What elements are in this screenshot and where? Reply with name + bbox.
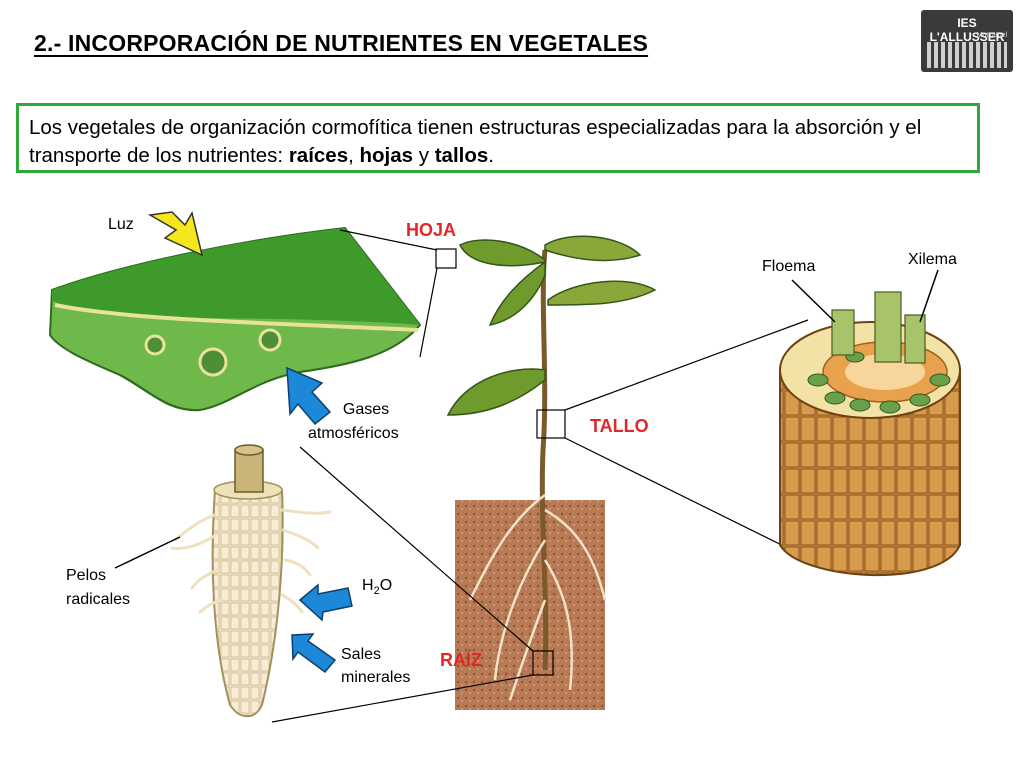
stem-zoom-box [536, 409, 566, 439]
logo-graphic [927, 42, 1007, 68]
intro-end: . [488, 144, 494, 167]
intro-sep1: , [348, 144, 360, 167]
intro-text: Los vegetales de organización cormofític… [29, 116, 922, 167]
page-title: 2.- INCORPORACIÓN DE NUTRIENTES EN VEGET… [34, 30, 649, 56]
label-floema: Floema [762, 258, 816, 275]
label-sales-1: Sales [341, 646, 382, 663]
label-pelos-1: Pelos [66, 567, 107, 584]
leaf-zoom-box [435, 248, 457, 269]
root-section [170, 444, 332, 718]
label-h2o: H2O [362, 576, 392, 601]
school-logo: IES L'ALLUSSER Mutxamel [921, 10, 1013, 72]
label-hoja: HOJA [406, 220, 457, 240]
stem-section [779, 291, 961, 576]
light-arrow [147, 211, 204, 257]
gas-arrow [286, 366, 332, 426]
leaf-section [48, 226, 422, 412]
label-sales-2: minerales [341, 669, 411, 686]
label-h2o-sub: 2 [373, 585, 380, 598]
label-gases-1: Gases [342, 401, 390, 418]
intro-tallos: tallos [434, 144, 489, 167]
intro-hojas: hojas [359, 144, 414, 167]
intro-raices: raíces [288, 144, 349, 167]
plant [446, 235, 657, 710]
salts-arrow [291, 633, 337, 674]
label-h2o-o: O [379, 577, 393, 594]
label-h2o-h: H [362, 577, 374, 594]
intro-box: Los vegetales de organización cormofític… [16, 103, 980, 173]
intro-sep2: y [413, 144, 435, 167]
water-arrow [298, 583, 353, 622]
label-luz: Luz [108, 216, 134, 233]
label-xilema: Xilema [908, 251, 957, 268]
label-pelos-2: radicales [66, 591, 131, 608]
logo-text: IES L'ALLUSSER [929, 16, 1005, 44]
root-zoom-box [532, 650, 554, 676]
logo-subtext: Mutxamel [976, 32, 1007, 39]
label-tallo: TALLO [590, 416, 649, 436]
label-raiz: RAÍZ [440, 650, 482, 670]
label-gases-2: atmosféricos [308, 425, 399, 442]
